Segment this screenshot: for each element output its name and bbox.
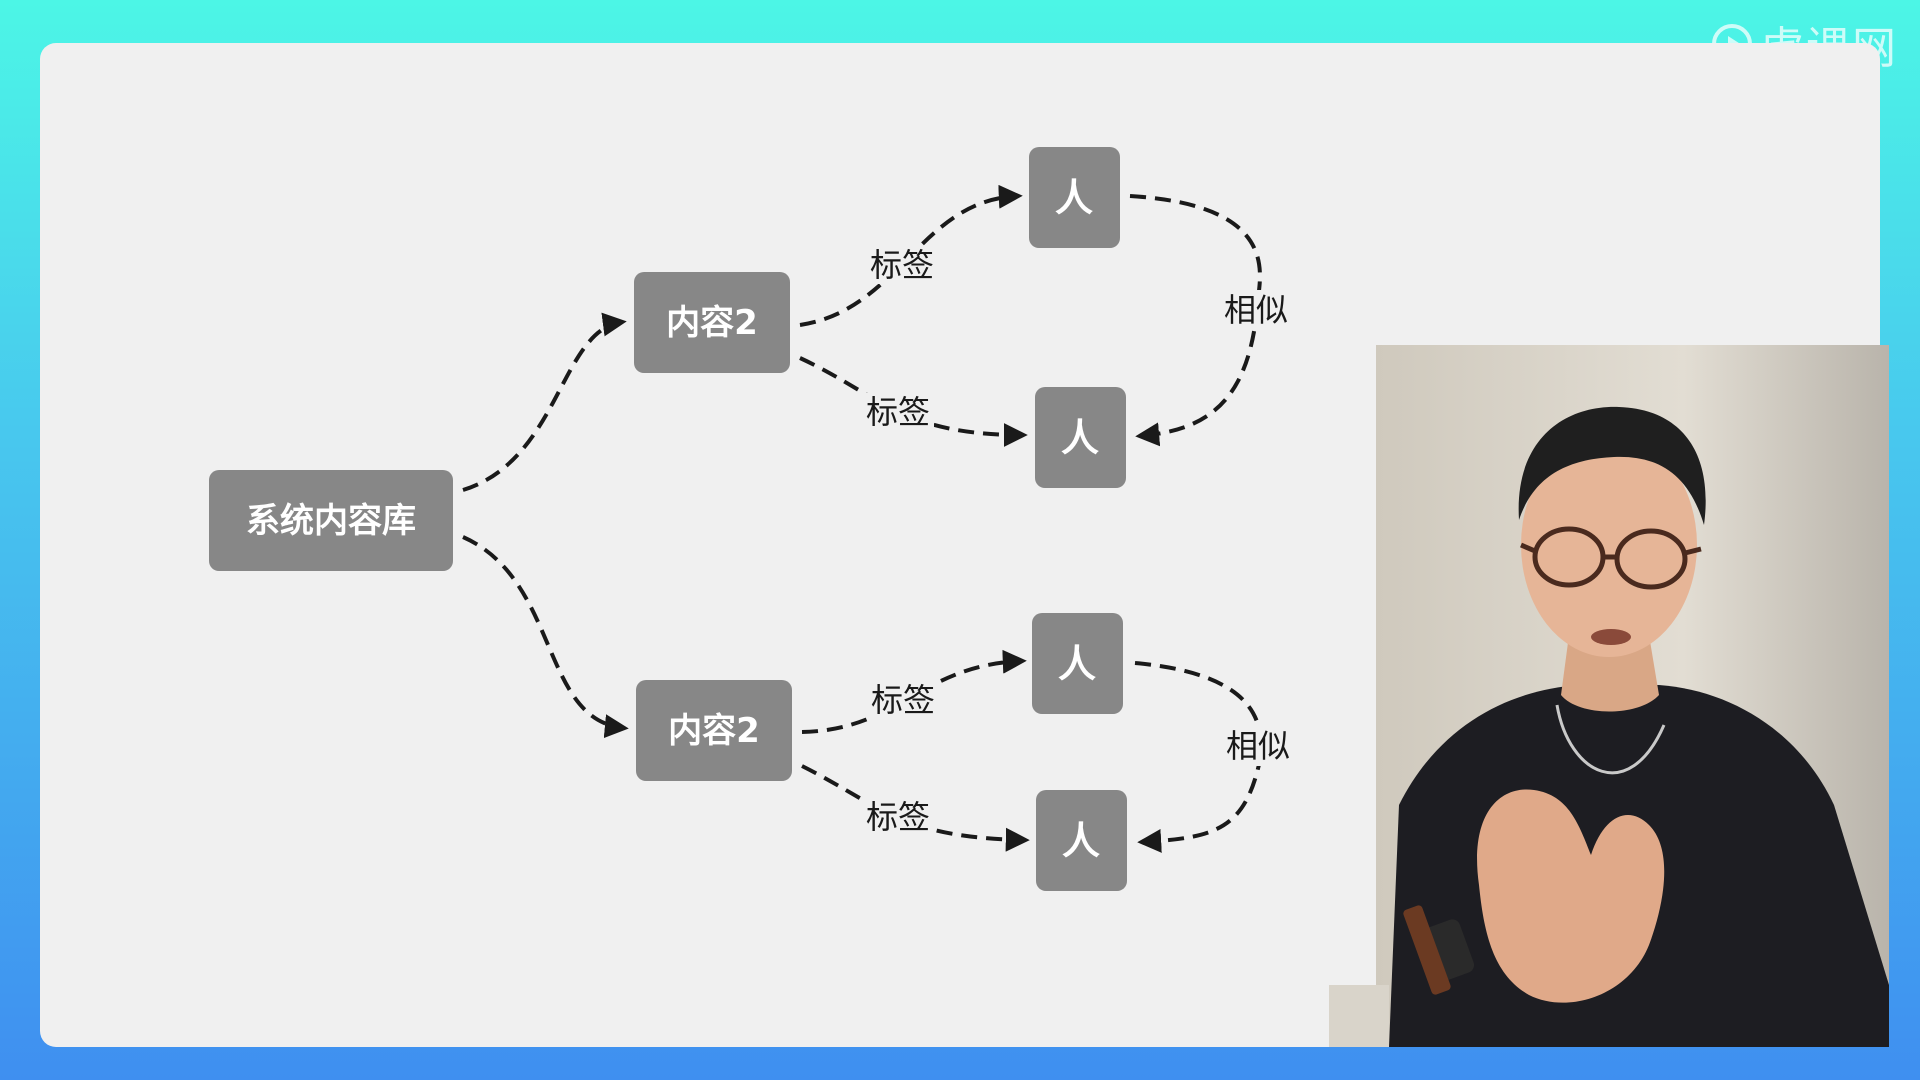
edge-root-to-content-top xyxy=(462,312,627,492)
node-person-2: 人 xyxy=(1035,387,1126,488)
tag-label: 标签 xyxy=(866,393,930,431)
node-label: 内容2 xyxy=(666,303,758,343)
presenter-hands xyxy=(1477,789,1665,1003)
tag-label: 标签 xyxy=(870,246,934,284)
node-label: 人 xyxy=(1062,819,1100,863)
watch-strap xyxy=(1403,905,1451,995)
video-corner xyxy=(1329,985,1389,1047)
presenter-mouth xyxy=(1591,629,1631,645)
edge-label-similar-bottom: 相似 xyxy=(1220,726,1296,766)
node-label: 人 xyxy=(1058,642,1096,686)
node-person-4: 人 xyxy=(1036,790,1127,891)
necklace xyxy=(1555,704,1666,775)
similar-label: 相似 xyxy=(1226,727,1290,765)
glasses-icon xyxy=(1520,526,1702,590)
edge-label-similar-top: 相似 xyxy=(1218,290,1294,330)
presenter-video xyxy=(1329,345,1889,1047)
edge-label-tag-1: 标签 xyxy=(866,246,938,284)
edge-label-tag-2: 标签 xyxy=(862,393,934,431)
presenter-neck xyxy=(1561,635,1659,712)
node-label: 人 xyxy=(1061,416,1099,460)
node-person-3: 人 xyxy=(1032,613,1123,714)
tag-label: 标签 xyxy=(866,798,930,836)
presenter-face xyxy=(1521,433,1697,657)
node-person-1: 人 xyxy=(1029,147,1120,248)
node-system-content-library: 系统内容库 xyxy=(209,470,453,571)
similar-label: 相似 xyxy=(1224,291,1288,329)
node-label: 内容2 xyxy=(668,711,760,751)
node-label: 人 xyxy=(1055,176,1093,220)
edge-person-1-similar-person-2 xyxy=(1129,194,1262,447)
node-content-bottom: 内容2 xyxy=(636,680,792,781)
presenter-hair xyxy=(1518,406,1706,525)
edge-label-tag-3: 标签 xyxy=(867,681,939,719)
node-label: 系统内容库 xyxy=(246,501,416,541)
edge-root-to-content-bottom xyxy=(462,535,629,739)
edge-label-tag-4: 标签 xyxy=(862,798,934,836)
node-content-top: 内容2 xyxy=(634,272,790,373)
tag-label: 标签 xyxy=(871,681,935,719)
